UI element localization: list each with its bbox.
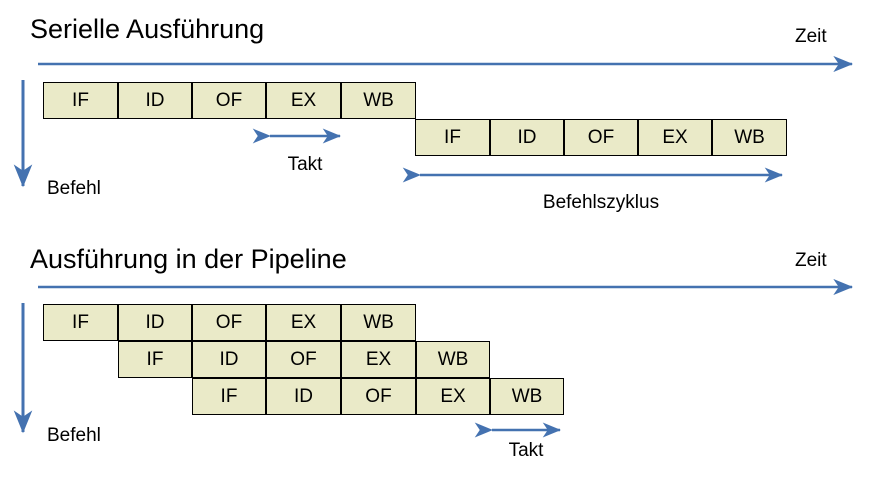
serial-instruction-axis-label: Befehl [47,178,101,199]
pipeline-row2-stage-id: ID [192,341,266,378]
pipeline-row1-stage-if: IF [43,304,118,341]
pipeline-section-title: Ausführung in der Pipeline [30,244,347,274]
serial-takt-label: Takt [287,154,323,175]
serial-row2-stage-if: IF [415,119,490,156]
serial-row2-stage-ex: EX [638,119,712,156]
pipeline-row3-stage-wb: WB [490,378,564,415]
pipeline-row2-stage-of: OF [266,341,341,378]
serial-row1-stage-if: IF [43,82,118,119]
serial-befehlszyklus-label: Befehlszyklus [542,192,660,213]
serial-row2-stage-wb: WB [712,119,787,156]
serial-row1-stage-wb: WB [341,82,416,119]
pipeline-row3-stage-id: ID [266,378,341,415]
serial-row2-stage-of: OF [564,119,638,156]
pipeline-row2-stage-if: IF [118,341,192,378]
pipeline-row2-stage-wb: WB [416,341,490,378]
serial-row1-stage-ex: EX [266,82,341,119]
pipeline-row3-stage-of: OF [341,378,416,415]
pipeline-row1-stage-of: OF [192,304,266,341]
pipeline-row3-stage-if: IF [192,378,266,415]
pipeline-time-axis-label: Zeit [795,250,827,271]
pipeline-row3-stage-ex: EX [416,378,490,415]
serial-time-axis-label: Zeit [795,26,827,47]
serial-section-title: Serielle Ausführung [30,14,265,44]
pipeline-row1-stage-id: ID [118,304,192,341]
pipeline-takt-label: Takt [508,440,544,461]
serial-row1-stage-id: ID [118,82,192,119]
pipeline-row2-stage-ex: EX [341,341,416,378]
pipeline-row1-stage-wb: WB [341,304,416,341]
serial-row1-stage-of: OF [192,82,266,119]
pipeline-instruction-axis-label: Befehl [47,425,101,446]
pipeline-row1-stage-ex: EX [266,304,341,341]
serial-row2-stage-id: ID [490,119,564,156]
